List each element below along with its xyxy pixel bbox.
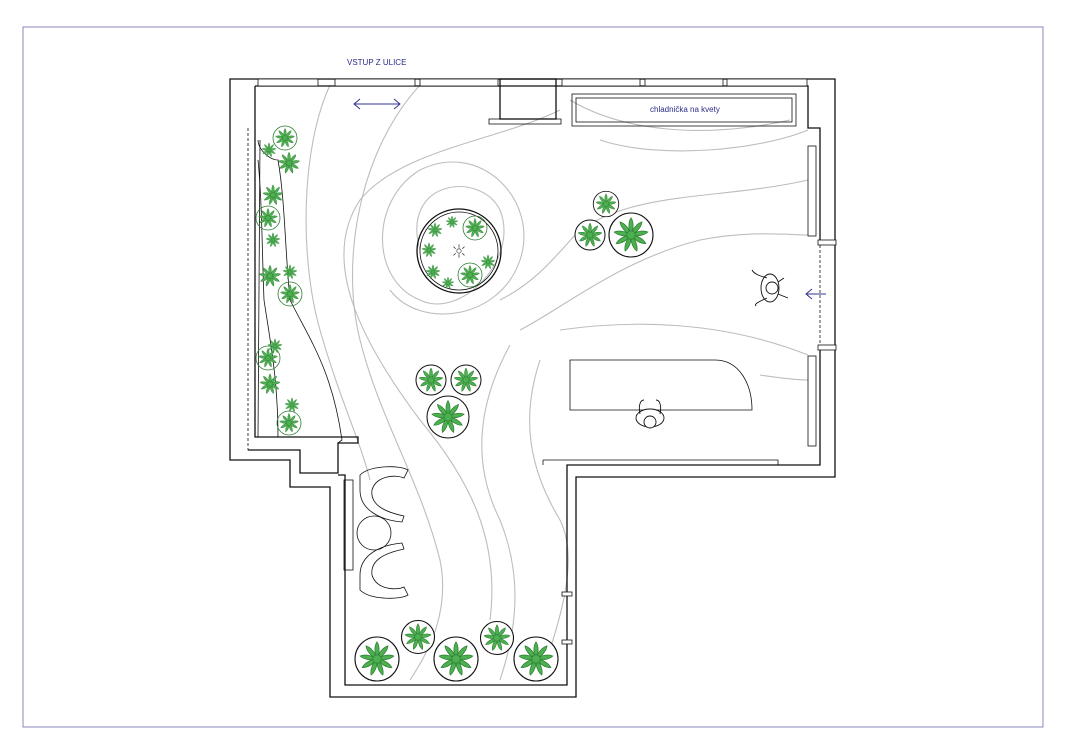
person-icon [751,269,789,307]
plant-icon [259,265,281,286]
door-arrow-icon [353,98,401,110]
person-icon [453,244,465,258]
chair-icon [359,466,409,523]
drawing-frame [22,26,1044,728]
plant-cluster-right [575,191,653,257]
chair-icon [359,542,409,599]
plant-icon [262,143,276,157]
walls [229,78,837,698]
plant-icon [277,411,301,435]
plant-icon [278,282,302,306]
flower-fridge: chladnička na kvety [571,93,797,127]
floor-flow-lines [305,84,809,681]
seating-area [343,466,409,599]
plant-icon [283,265,297,279]
fridge-label: chladnička na kvety [650,105,720,114]
plant-row-bottom [355,621,558,682]
plant-icon [263,185,284,205]
person-icon [635,399,665,429]
sales-counter [569,359,753,411]
side-door-arrow-icon [805,288,826,300]
plant-icon [285,398,299,412]
central-round-planter [416,208,502,294]
plant-icon [273,126,297,150]
plant-icon [266,233,280,247]
entrance-label: VSTUP Z ULICE [347,58,406,67]
left-planter-bed [256,126,343,444]
plant-icon [260,374,281,394]
plant-icon [278,152,300,173]
